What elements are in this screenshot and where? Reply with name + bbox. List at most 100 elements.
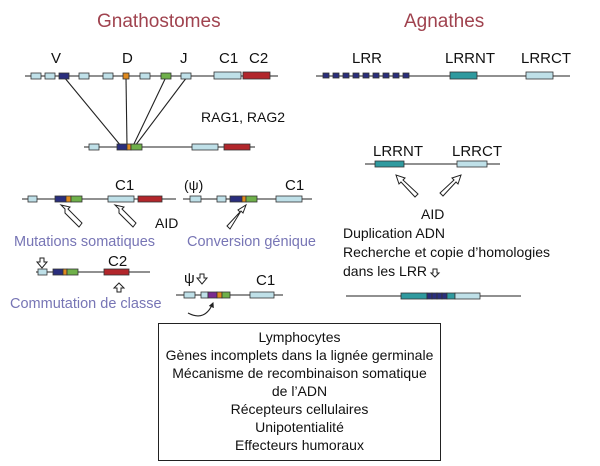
- d-segment-box: [102, 72, 114, 80]
- d-segment-box: [139, 72, 151, 80]
- summary-line: Récepteurs cellulaires: [230, 401, 369, 417]
- v-segment-box: [30, 72, 42, 80]
- recherche-copie-label: Recherche et copie d’homologies: [343, 244, 551, 260]
- conversion-genique-label: Conversion génique: [187, 234, 316, 250]
- vdj-d: [241, 195, 247, 203]
- vdj-d: [216, 291, 223, 299]
- vdj-v: [54, 195, 67, 203]
- gnathostomes-title: Gnathostomes: [97, 11, 221, 32]
- lrrnt-label: LRRNT: [445, 50, 496, 67]
- switch-up-arrow: [112, 282, 126, 293]
- segment-label-v: V: [51, 50, 62, 67]
- vdj-j: [66, 268, 79, 276]
- assembled-lrr: [436, 292, 443, 300]
- duplication-adn-label: Duplication ADN: [343, 225, 445, 241]
- segment-label-j: J: [180, 50, 188, 67]
- vlr-down-arrow: [429, 268, 441, 278]
- c2-exon: [242, 71, 271, 80]
- j-segment-box: [180, 72, 192, 80]
- lrrnt-label-lower: LRRNT: [373, 143, 424, 160]
- c1-label-result: C1: [256, 272, 276, 289]
- recombination-line-j: [132, 76, 167, 147]
- c1-exon: [213, 71, 242, 80]
- lrrct-box: [456, 160, 488, 168]
- lrr-label: LRR: [352, 50, 383, 67]
- lrr-cassette: [322, 72, 330, 79]
- commutation-de-classe-label: Commutation de classe: [10, 296, 162, 312]
- mutation-arrow-2: [113, 204, 137, 228]
- leader-box: [200, 291, 209, 299]
- leader-box: [37, 268, 48, 276]
- c1-exon: [107, 195, 135, 203]
- c1-exon: [275, 195, 303, 203]
- aid-label-agnathes: AID: [421, 206, 445, 222]
- lrrct-label-lower: LRRCT: [452, 143, 503, 160]
- c2-exon: [223, 143, 251, 151]
- rag-label: RAG1, RAG2: [201, 109, 286, 125]
- d-segment-box-selected: [122, 72, 130, 80]
- psi-paren-label: (ψ): [184, 177, 204, 193]
- lrrct-label: LRRCT: [521, 50, 572, 67]
- assembled-lrrct: [454, 292, 481, 300]
- mutation-arrow-1: [59, 204, 83, 228]
- lrrnt-box: [449, 71, 478, 80]
- c2-exon: [137, 195, 163, 203]
- lrr-cassette: [382, 72, 390, 79]
- aid-label-gnathostomes: AID: [155, 215, 179, 231]
- psi-label: ψ: [184, 270, 195, 287]
- summary-box: Lymphocytes Gènes incomplets dans la lig…: [158, 323, 441, 461]
- segment-label-c1: C1: [219, 50, 239, 67]
- summary-line: Mécanisme de recombinaison somatique: [172, 365, 427, 381]
- c2-exon: [103, 268, 130, 276]
- lrr-cassette: [352, 72, 360, 79]
- assembled-lrrnt: [400, 292, 428, 300]
- vdj-j: [70, 195, 83, 203]
- vdj-j: [245, 195, 258, 203]
- v-segment-box: [44, 72, 56, 80]
- vdj-j: [221, 291, 231, 299]
- summary-line: Lymphocytes: [258, 329, 341, 345]
- conversion-curved-arrow: [187, 301, 214, 317]
- assembled-lrr: [426, 292, 433, 300]
- segment-label-c2: C2: [249, 50, 269, 67]
- lrr-cassette: [342, 72, 350, 79]
- vdj-j: [130, 143, 143, 151]
- segment-label-d: D: [122, 50, 133, 67]
- lrr-cassette: [362, 72, 370, 79]
- c2-label-switch: C2: [108, 253, 128, 270]
- c1-exon: [191, 143, 219, 151]
- summary-line: Unipotentialité: [255, 419, 344, 435]
- lrr-cassette: [372, 72, 380, 79]
- dans-les-lrr-label: dans les LRR: [343, 263, 428, 279]
- vdj-d: [65, 195, 72, 203]
- lrr-cassette: [392, 72, 400, 79]
- lrr-cassette: [402, 72, 410, 79]
- vdj-d: [126, 143, 132, 151]
- converted-v: [207, 291, 218, 299]
- vlr-right-arrow: [439, 174, 462, 197]
- leader-box: [88, 143, 100, 151]
- pseudogene-box: [183, 291, 196, 299]
- conversion-arrow: [226, 203, 247, 230]
- vdj-v: [52, 268, 64, 276]
- vlr-left-arrow: [395, 174, 419, 198]
- summary-line: de l’ADN: [271, 383, 328, 399]
- c1-exon: [249, 291, 275, 299]
- lrrnt-box: [374, 160, 405, 168]
- v-segment-box: [78, 72, 90, 80]
- summary-line: Effecteurs humoraux: [235, 437, 364, 453]
- c1-label-mutations: C1: [115, 177, 135, 194]
- recombination-line-d: [125, 77, 128, 147]
- mutations-somatiques-label: Mutations somatiques: [14, 234, 156, 250]
- assembled-lrr: [431, 292, 438, 300]
- lrr-cassette: [332, 72, 340, 79]
- c1-label-conversion: C1: [285, 177, 305, 194]
- agnathes-title: Agnathes: [404, 11, 485, 32]
- v-segment-box-selected: [58, 72, 70, 80]
- switch-down-arrow: [35, 257, 49, 269]
- j-segment-box-selected: [160, 72, 172, 80]
- leader-box: [27, 195, 38, 203]
- psi-down-arrow: [195, 273, 209, 285]
